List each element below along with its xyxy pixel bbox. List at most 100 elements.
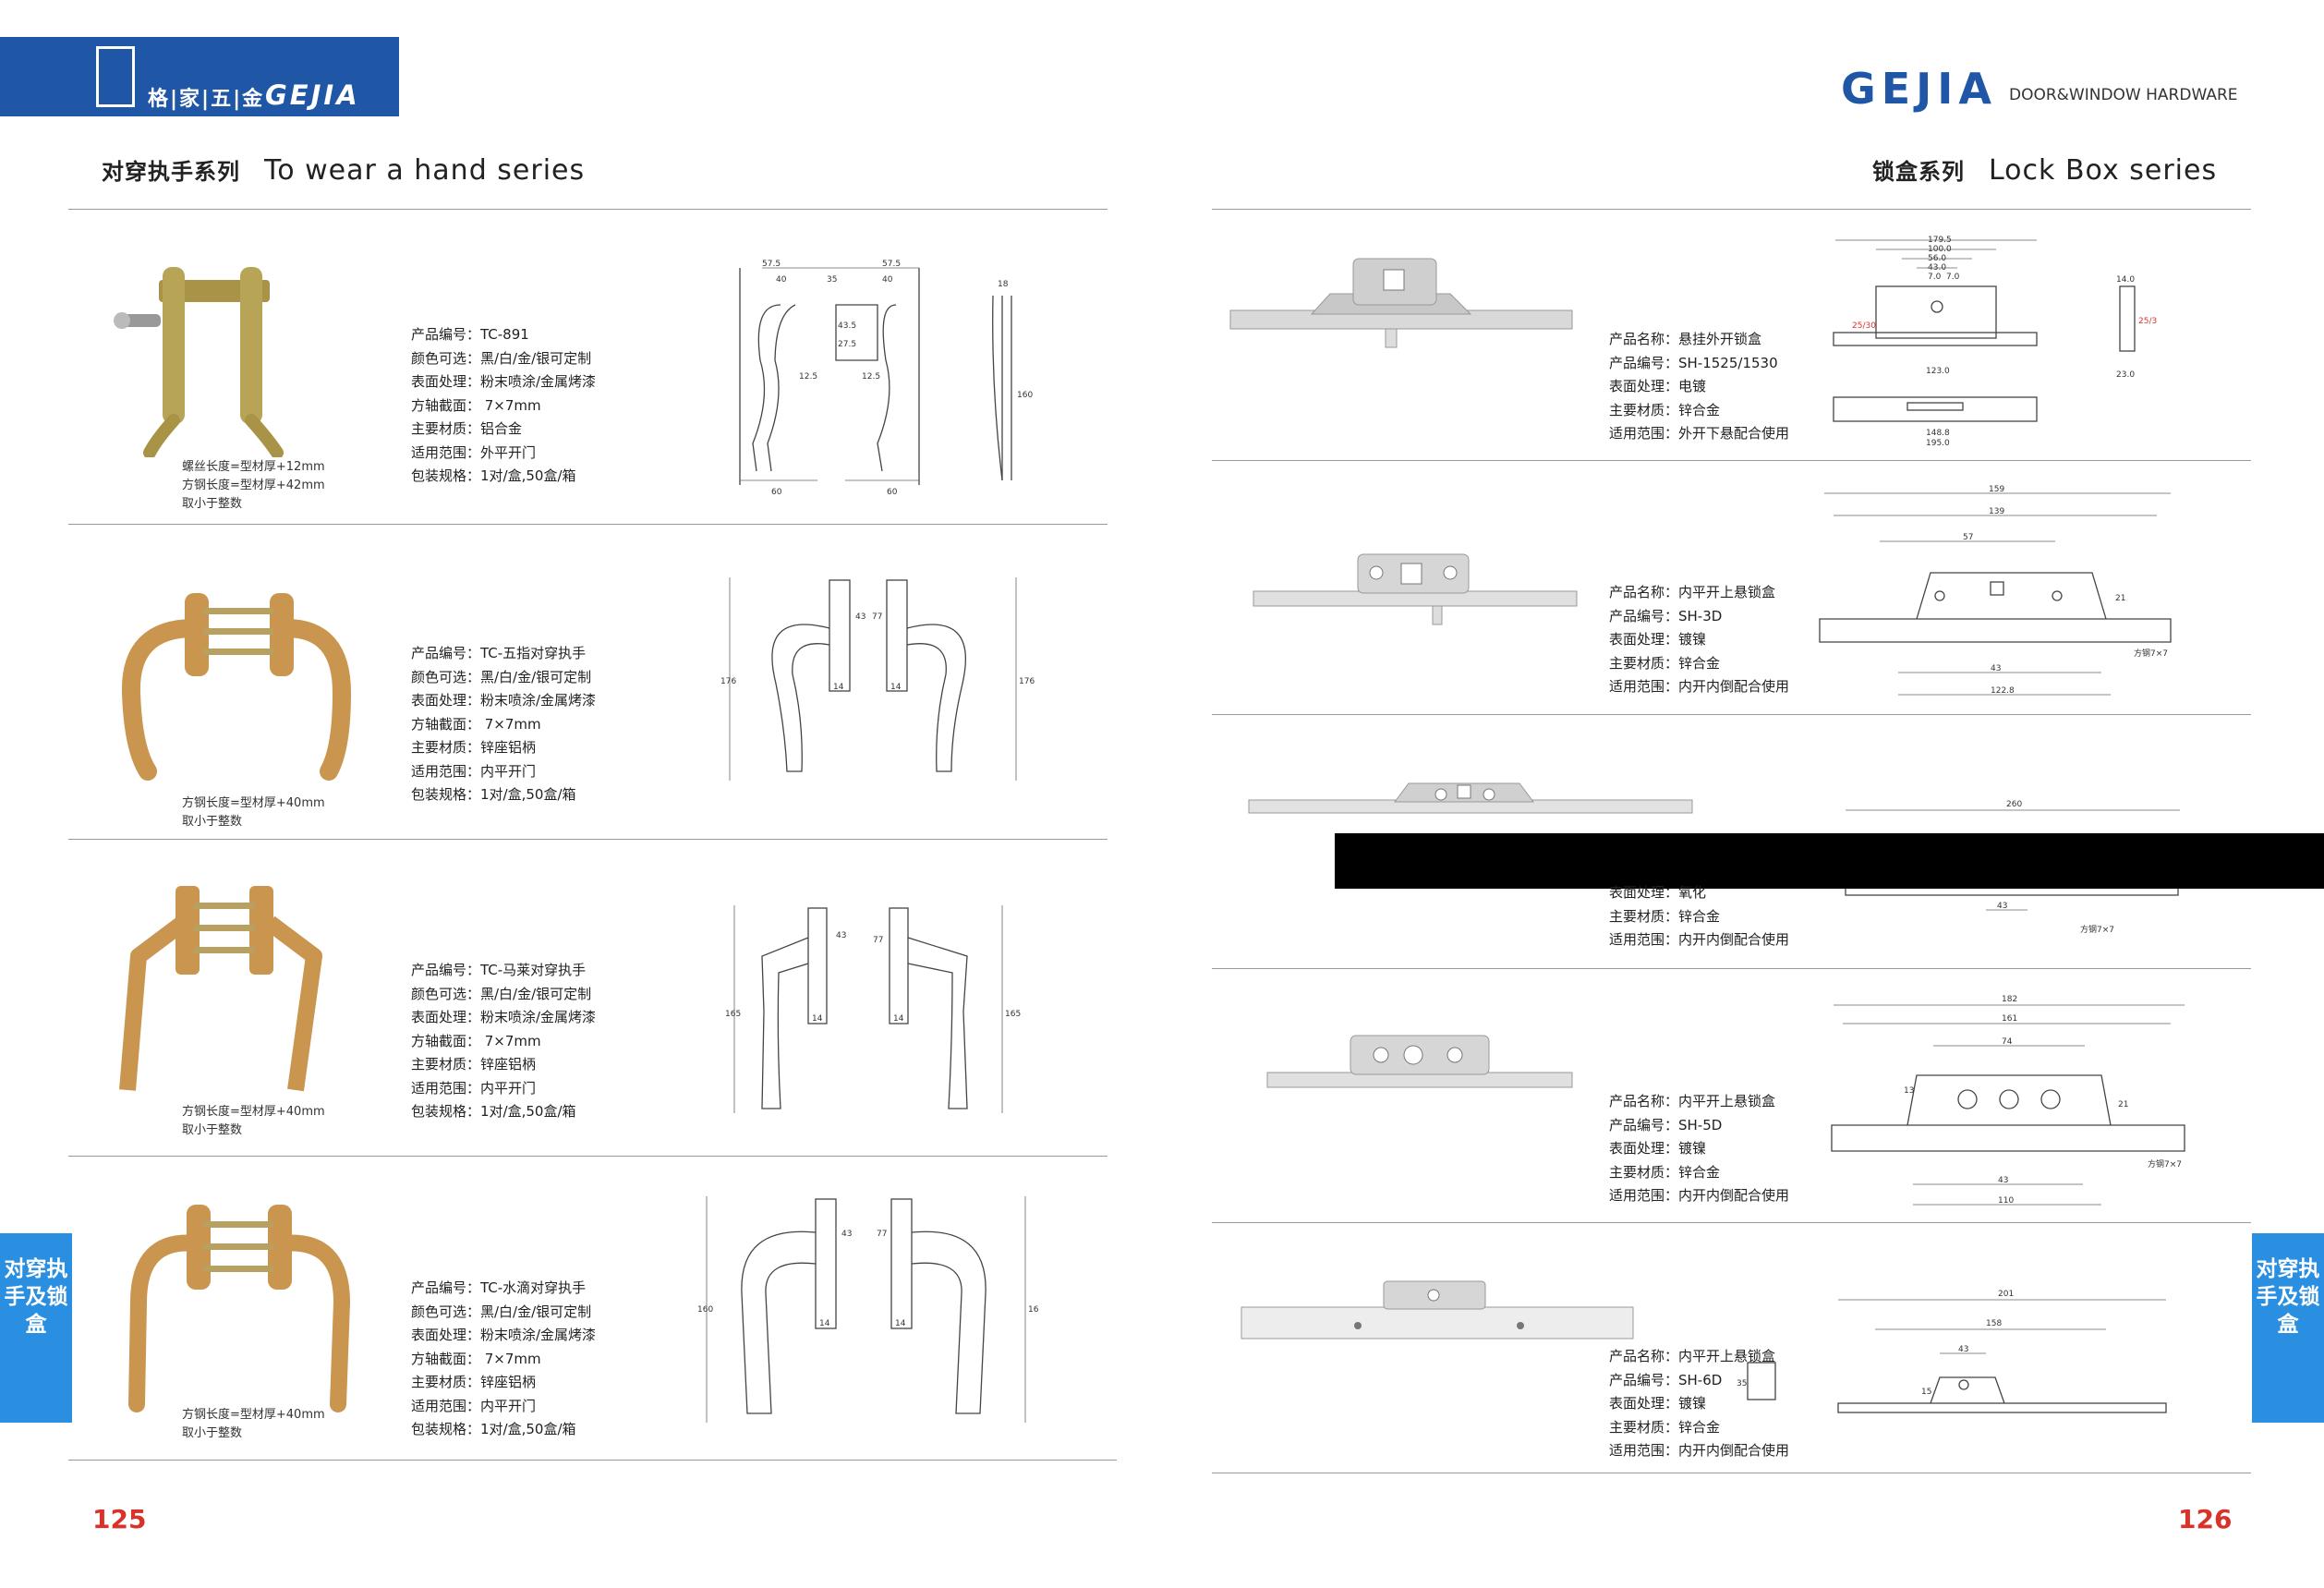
- lockbox-sh3d-drawing: 159 139 57 21 43 122.8 方钢7×7: [1819, 485, 2172, 696]
- spec-line: 产品编号：TC-五指对穿执手: [411, 645, 587, 661]
- divider: [1212, 460, 2251, 461]
- dim-label: 148.8: [1926, 429, 1950, 438]
- spec-line: 适用范围：外平开门: [411, 443, 537, 461]
- note-line: 方钢长度=型材厚+40mm: [182, 1408, 325, 1422]
- dim-label: 56.0: [1928, 254, 1946, 263]
- spec-line: 适用范围：内平开门: [411, 762, 537, 780]
- lockbox-sh6d-drawing: 201 158 43 15 35: [1737, 1290, 2167, 1413]
- spec-line: 产品名称：内平开上悬锁盒: [1609, 1093, 1776, 1109]
- dim-label: 15: [1921, 1388, 1931, 1397]
- lockbox-spec-block: 产品名称：内平开上悬锁盒 产品编号：SH-6D 表面处理：镀镍 主要材质：锌合金…: [1609, 1345, 1789, 1463]
- note-line: 方钢长度=型材厚+40mm: [182, 1105, 325, 1119]
- dim-label: 27.5: [838, 340, 856, 349]
- dim-label: 179.5: [1928, 236, 1952, 245]
- page-number-right: 126: [2178, 1504, 2233, 1534]
- left-title-cn: 对穿执手系列: [102, 159, 240, 185]
- spec-line: 包装规格：1对/盒,50盒/箱: [411, 1103, 576, 1120]
- dim-label: 176: [720, 677, 736, 686]
- spec-line: 主要材质：锌合金: [1609, 401, 1721, 418]
- divider: [68, 1460, 1117, 1461]
- divider: [1212, 714, 2251, 715]
- spec-line: 表面处理：镀镍: [1609, 1395, 1707, 1412]
- dim-label: 158: [1986, 1319, 2002, 1328]
- spec-line: 产品编号：SH-5D: [1609, 1116, 1723, 1133]
- spec-line: 表面处理：粉末喷涂/金属烤漆: [411, 1009, 597, 1025]
- dim-label: 122.8: [1991, 686, 2015, 696]
- spec-line: 产品编号：SH-1525/1530: [1609, 354, 1778, 371]
- dim-label: 12.5: [862, 372, 880, 382]
- divider: [1212, 1222, 2251, 1223]
- spec-line: 表面处理：粉末喷涂/金属烤漆: [411, 692, 597, 709]
- dim-label: 160: [1028, 1305, 1039, 1315]
- dim-label: 43.0: [1928, 263, 1946, 273]
- spec-line: 主要材质：锌合金: [1609, 1163, 1721, 1181]
- note-line: 方钢长度=型材厚+40mm: [182, 796, 325, 810]
- handle-tc891-photo: [114, 267, 284, 457]
- dim-label: 43: [1997, 902, 2007, 911]
- brand-right-logo: GEJIA: [1841, 64, 1998, 114]
- spec-line: 颜色可选：黑/白/金/银可定制: [411, 668, 592, 685]
- lockbox-3-drawing: 260 43 方钢7×7: [1845, 800, 2180, 935]
- dim-label: 43: [841, 1230, 852, 1239]
- handle-notes: 方钢长度=型材厚+40mm 取小于整数: [182, 794, 325, 831]
- dim-label: 43: [1998, 1176, 2008, 1185]
- spec-line: 产品名称：悬挂外开锁盒: [1609, 331, 1762, 347]
- dim-label: 21: [2115, 594, 2125, 603]
- brand-logo-banner: [0, 37, 399, 116]
- spec-line: 方轴截面： 7×7mm: [411, 396, 541, 414]
- spec-line: 产品名称：内平开上悬锁盒: [1609, 1348, 1776, 1364]
- dim-label: 14: [893, 1014, 904, 1024]
- spec-line: 主要材质：锌合金: [1609, 1418, 1721, 1436]
- dim-label: 77: [877, 1230, 887, 1239]
- logo-g-icon: [96, 46, 135, 107]
- spec-line: 主要材质：锌合金: [1609, 654, 1721, 672]
- note-line: 取小于整数: [182, 1426, 243, 1440]
- note-line: 取小于整数: [182, 1123, 243, 1137]
- note-line: 取小于整数: [182, 497, 243, 511]
- dim-label: 7.0: [1928, 273, 1942, 282]
- dim-label: 201: [1998, 1290, 2014, 1299]
- side-tab-left: 对穿执手及锁盒: [0, 1233, 72, 1423]
- spec-line: 主要材质：锌座铝柄: [411, 739, 537, 756]
- handle-spec-block: 产品编号：TC-五指对穿执手 颜色可选：黑/白/金/银可定制 表面处理：粉末喷涂…: [411, 642, 596, 807]
- spec-line: 产品编号：TC-水滴对穿执手: [411, 1279, 587, 1296]
- lockbox-sh6d-photo: [1241, 1280, 1634, 1339]
- dim-label: 57: [1963, 533, 1973, 542]
- spec-line: 表面处理：氧化: [1609, 884, 1707, 901]
- handle-spec-block: 产品编号：TC-水滴对穿执手 颜色可选：黑/白/金/银可定制 表面处理：粉末喷涂…: [411, 1277, 596, 1442]
- dim-label: 方钢7×7: [2080, 924, 2114, 935]
- spec-line: 表面处理：镀镍: [1609, 1140, 1707, 1157]
- spec-line: 表面处理：粉末喷涂/金属烤漆: [411, 373, 597, 390]
- note-line: 取小于整数: [182, 815, 243, 829]
- dim-label: 21: [2118, 1100, 2128, 1109]
- lockbox-sh5d-photo: [1266, 1035, 1573, 1088]
- handle-notes: 方钢长度=型材厚+40mm 取小于整数: [182, 1103, 325, 1140]
- logo-chinese-text: 格|家|五|金: [148, 88, 265, 111]
- spec-line: 表面处理：粉末喷涂/金属烤漆: [411, 1327, 597, 1343]
- page-number-left: 125: [92, 1504, 147, 1534]
- divider: [1212, 209, 2251, 210]
- dim-label: 43: [855, 612, 865, 622]
- dim-label: 13: [1904, 1086, 1914, 1096]
- spec-line: 主要材质：锌座铝柄: [411, 1374, 537, 1390]
- lockbox-3-photo: [1248, 782, 1693, 814]
- dim-label: 43: [1991, 664, 2001, 673]
- dim-label: 57.5: [762, 260, 781, 269]
- dim-label: 176: [1019, 677, 1035, 686]
- dim-label: 139: [1989, 507, 2004, 516]
- dim-label: 60: [771, 488, 782, 497]
- spec-line: 产品编号：TC-891: [411, 326, 529, 343]
- note-line: 方钢长度=型材厚+42mm: [182, 479, 325, 492]
- dim-label: 160: [697, 1305, 713, 1315]
- dim-label: 35: [827, 275, 837, 285]
- lockbox-spec-block: 产品名称：悬挂外开锁盒 产品编号：SH-1525/1530 表面处理：电镀 主要…: [1609, 328, 1789, 446]
- spec-line: 包装规格：1对/盒,50盒/箱: [411, 786, 576, 803]
- dim-label: 14: [812, 1014, 823, 1024]
- spec-line: 适用范围：内开内倒配合使用: [1609, 1442, 1790, 1459]
- spec-line: 颜色可选：黑/白/金/银可定制: [411, 1303, 592, 1320]
- dim-label: 25/30: [2138, 317, 2157, 326]
- divider: [68, 1156, 1108, 1157]
- dim-label: 25/30: [1852, 321, 1876, 331]
- handle-waterdrop-photo: [128, 1205, 351, 1412]
